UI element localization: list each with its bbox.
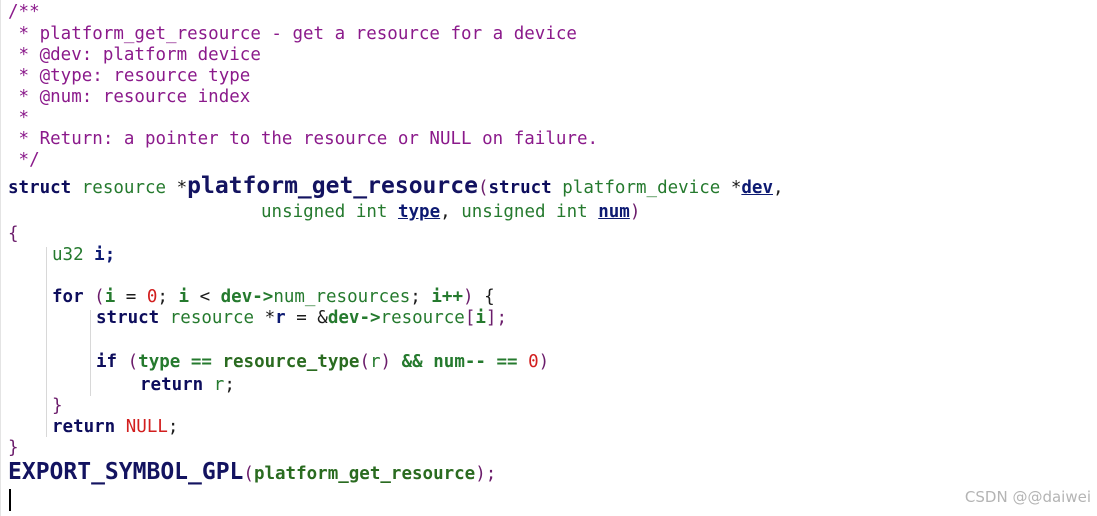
return-r-value: r xyxy=(213,375,225,395)
call-paren-open: ( xyxy=(359,352,370,372)
comment-line-7: * Return: a pointer to the resource or N… xyxy=(8,129,599,149)
type-resource: resource xyxy=(81,178,167,198)
type-unsigned-int-2: unsigned int xyxy=(461,202,588,222)
pointer-star-param: * xyxy=(720,178,742,198)
param-dev[interactable]: dev xyxy=(741,178,773,198)
function-close-brace: } xyxy=(8,438,19,458)
if-num: num-- xyxy=(433,352,486,372)
for-var-i-2: i xyxy=(178,287,190,307)
for-inc: i++ xyxy=(431,287,463,307)
if-type: type xyxy=(138,352,181,372)
for-member: num_resources xyxy=(273,287,411,307)
return-null-semi: ; xyxy=(167,417,179,437)
for-dev: dev-> xyxy=(220,287,274,307)
if-paren-close: ) xyxy=(538,352,550,372)
if-eq: == xyxy=(180,352,223,372)
text-cursor xyxy=(9,489,11,511)
export-arg[interactable]: platform_get_resource xyxy=(253,464,476,484)
local-member: resource xyxy=(380,308,465,328)
local-bracket-open: [ xyxy=(464,308,476,328)
keyword-for: for xyxy=(52,287,84,307)
param-type[interactable]: type xyxy=(397,202,441,222)
var-i-decl: i; xyxy=(94,245,116,265)
keyword-struct-param: struct xyxy=(488,178,552,198)
keyword-return-r: return xyxy=(140,375,204,395)
return-null-line: return NULL; xyxy=(52,417,178,438)
comment-line-2: * platform_get_resource - get a resource… xyxy=(8,24,577,44)
indent-guide-2 xyxy=(90,310,91,396)
local-dev: dev-> xyxy=(327,308,381,328)
paren-open: ( xyxy=(477,178,489,198)
type-resource-local: resource xyxy=(169,308,255,328)
editor-left-border xyxy=(0,0,1,516)
if-zero: 0 xyxy=(528,352,539,372)
comment-line-8: */ xyxy=(8,150,40,170)
function-open-brace: { xyxy=(8,224,19,244)
pointer-star: * xyxy=(166,178,188,198)
if-line: if (type == resource_type(r) && num-- ==… xyxy=(96,352,549,373)
for-brace: { xyxy=(473,287,495,307)
export-paren-close: ); xyxy=(475,464,497,484)
signature-line-1: struct resource *platform_get_resource(s… xyxy=(8,173,784,199)
keyword-if: if xyxy=(96,352,118,372)
for-semi-2: ; xyxy=(410,287,432,307)
null-constant: NULL xyxy=(125,417,168,437)
local-index: i xyxy=(475,308,486,328)
comment-line-6: * xyxy=(8,108,30,128)
indent-guide-1 xyxy=(46,247,47,437)
call-paren-close: ) xyxy=(380,352,392,372)
for-line: for (i = 0; i < dev->num_resources; i++)… xyxy=(52,287,495,308)
keyword-return-null: return xyxy=(52,417,116,437)
comment-line-3: * @dev: platform device xyxy=(8,45,261,65)
for-paren-open: ( xyxy=(94,287,105,307)
comma-2: , xyxy=(440,202,451,222)
local-star: * xyxy=(254,308,276,328)
call-arg-r: r xyxy=(370,352,381,372)
if-and: && xyxy=(391,352,434,372)
for-var-i: i xyxy=(104,287,116,307)
function-name[interactable]: platform_get_resource xyxy=(187,173,478,199)
for-zero: 0 xyxy=(146,287,158,307)
for-assign: = xyxy=(115,287,147,307)
for-semi: ; xyxy=(157,287,179,307)
return-r-semi: ; xyxy=(224,375,235,395)
if-eq-2: == xyxy=(485,352,529,372)
if-paren-open: ( xyxy=(127,352,139,372)
for-lt: < xyxy=(189,287,221,307)
watermark: CSDN @@daiwei xyxy=(964,488,1091,506)
comment-line-1: /** xyxy=(8,2,40,22)
var-r: r xyxy=(275,308,286,328)
return-r-line: return r; xyxy=(140,375,235,396)
param-num[interactable]: num xyxy=(598,202,630,222)
for-close-brace: } xyxy=(52,396,63,416)
local-assign: = & xyxy=(285,308,328,328)
call-resource-type[interactable]: resource_type xyxy=(222,352,360,372)
for-paren-close: ) xyxy=(462,287,474,307)
type-u32: u32 xyxy=(52,245,84,265)
type-platform-device: platform_device xyxy=(562,178,721,198)
comment-line-4: * @type: resource type xyxy=(8,66,251,86)
comment-line-5: * @num: resource index xyxy=(8,87,251,107)
type-unsigned-int-1: unsigned int xyxy=(261,202,388,222)
local-bracket-close: ]; xyxy=(485,308,507,328)
struct-r-line: struct resource *r = &dev->resource[i]; xyxy=(96,308,507,329)
comma: , xyxy=(772,178,784,198)
paren-close: ) xyxy=(629,202,641,222)
export-line: EXPORT_SYMBOL_GPL(platform_get_resource)… xyxy=(8,459,497,485)
signature-line-2: unsigned int type, unsigned int num) xyxy=(261,202,640,223)
keyword-struct-local: struct xyxy=(96,308,160,328)
export-paren-open: ( xyxy=(243,464,254,484)
export-macro[interactable]: EXPORT_SYMBOL_GPL xyxy=(8,459,244,485)
decl-line: u32 i; xyxy=(52,245,115,266)
keyword-struct: struct xyxy=(8,178,72,198)
